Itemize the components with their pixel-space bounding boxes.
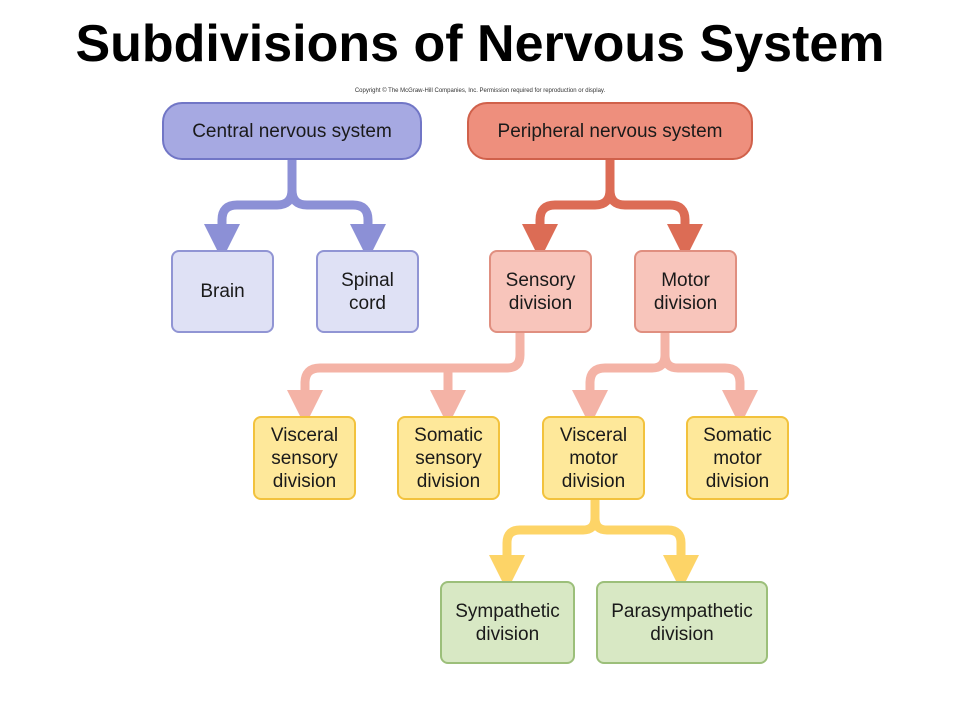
arrow-cns-brain: [204, 160, 297, 260]
node-somatic-motor-division: Somatic motor division: [686, 416, 789, 500]
node-parasympathetic-division: Parasympathetic division: [596, 581, 768, 664]
node-central-nervous-system: Central nervous system: [162, 102, 422, 160]
arrow-motor-somatic: [660, 333, 758, 426]
node-visceral-sensory-division: Visceral sensory division: [253, 416, 356, 500]
node-peripheral-nervous-system: Peripheral nervous system: [467, 102, 753, 160]
arrow-motor-visceral: [572, 333, 670, 426]
node-sympathetic-division: Sympathetic division: [440, 581, 575, 664]
arrow-pns-motor: [605, 160, 703, 260]
page-title: Subdivisions of Nervous System: [75, 15, 885, 73]
copyright-notice: Copyright © The McGraw-Hill Companies, I…: [354, 88, 606, 94]
node-spinal-cord: Spinal cord: [316, 250, 419, 333]
node-motor-division: Motor division: [634, 250, 737, 333]
arrow-visceral-sympathetic: [489, 500, 600, 591]
node-brain: Brain: [171, 250, 274, 333]
node-sensory-division: Sensory division: [489, 250, 592, 333]
node-visceral-motor-division: Visceral motor division: [542, 416, 645, 500]
arrow-sensory-visceral: [287, 333, 525, 426]
node-somatic-sensory-division: Somatic sensory division: [397, 416, 500, 500]
arrow-pns-sensory: [522, 160, 615, 260]
arrow-visceral-parasympathetic: [590, 500, 699, 591]
arrow-cns-spinal: [287, 160, 386, 260]
